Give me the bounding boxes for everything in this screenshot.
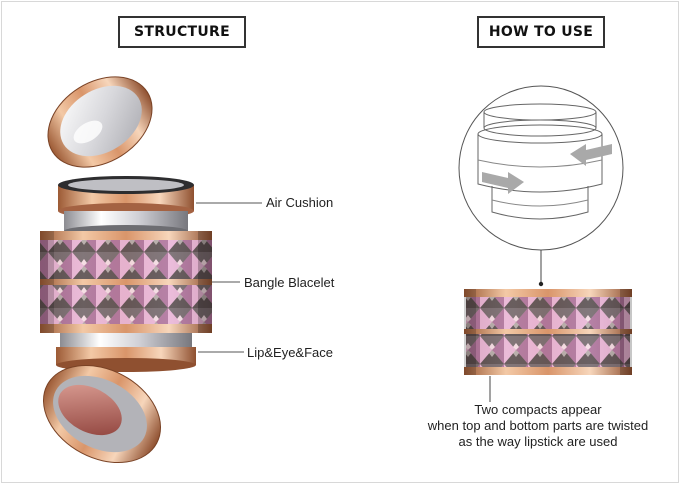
caption-line-2: when top and bottom parts are twisted xyxy=(427,418,649,433)
lip-eye-face-label: Lip&Eye&Face xyxy=(247,345,333,360)
top-lid-mirror xyxy=(47,76,153,168)
assembled-bracelet xyxy=(464,289,632,375)
twist-left-arrow xyxy=(570,144,612,166)
twist-detail-circle xyxy=(458,85,624,251)
bangle-bracelet xyxy=(40,231,212,333)
caption-line-1: Two compacts appear xyxy=(474,402,602,417)
how-to-use-caption: Two compacts appear when top and bottom … xyxy=(420,402,656,450)
bottom-lid-blush xyxy=(42,364,162,464)
caption-line-3: as the way lipstick are used xyxy=(458,434,618,449)
structure-heading: STRUCTURE xyxy=(118,16,246,48)
air-cushion-compact xyxy=(58,176,194,237)
how-to-use-heading: HOW TO USE xyxy=(477,16,605,48)
air-cushion-label: Air Cushion xyxy=(266,195,334,210)
twist-right-arrow xyxy=(482,172,524,194)
bangle-bracelet-label: Bangle Blacelet xyxy=(244,275,335,290)
